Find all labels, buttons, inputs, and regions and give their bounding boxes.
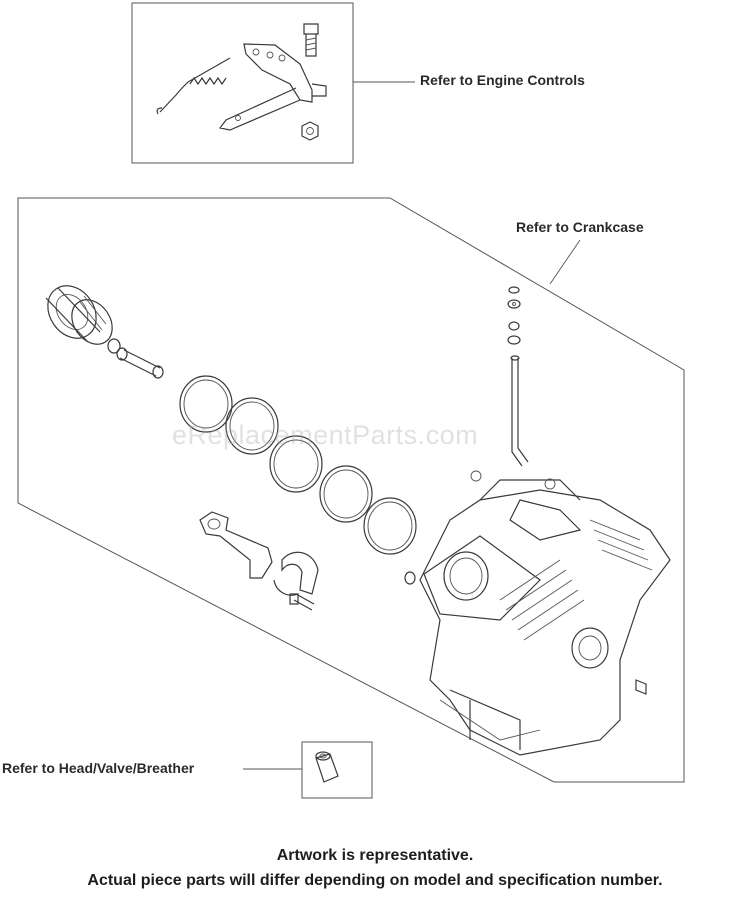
dowel-pin [404, 571, 416, 585]
piston-ring-4 [319, 465, 373, 523]
head-valve-breather-callout: Refer to Head/Valve/Breather [2, 760, 195, 776]
footer-note-line1: Artwork is representative. [276, 847, 474, 864]
piston [45, 285, 113, 345]
watermark: eReplacementParts.com [172, 420, 479, 450]
piston-pin [116, 347, 164, 379]
piston-ring-1 [179, 375, 233, 433]
connecting-rod-bolt [289, 593, 315, 611]
crankcase-callout: Refer to Crankcase [516, 219, 644, 235]
engine-block-panel [17, 197, 685, 783]
connecting-rod [199, 511, 319, 596]
piston-ring-2 [225, 397, 279, 455]
governor-spring [156, 57, 231, 115]
piston-pin-clip [107, 338, 121, 354]
engine-controls-inset [131, 2, 415, 164]
control-nut [301, 121, 319, 141]
piston-ring-3 [269, 435, 323, 493]
crankcase-block [419, 470, 671, 756]
engine-controls-callout: Refer to Engine Controls [420, 72, 585, 88]
piston-ring-5 [363, 497, 417, 555]
footer-note-line2: Actual piece parts will differ depending… [87, 872, 663, 889]
crankcase-hardware [507, 286, 529, 467]
head-valve-breather-inset [243, 741, 373, 799]
governor-lever [218, 43, 327, 131]
control-bolt [303, 23, 319, 57]
